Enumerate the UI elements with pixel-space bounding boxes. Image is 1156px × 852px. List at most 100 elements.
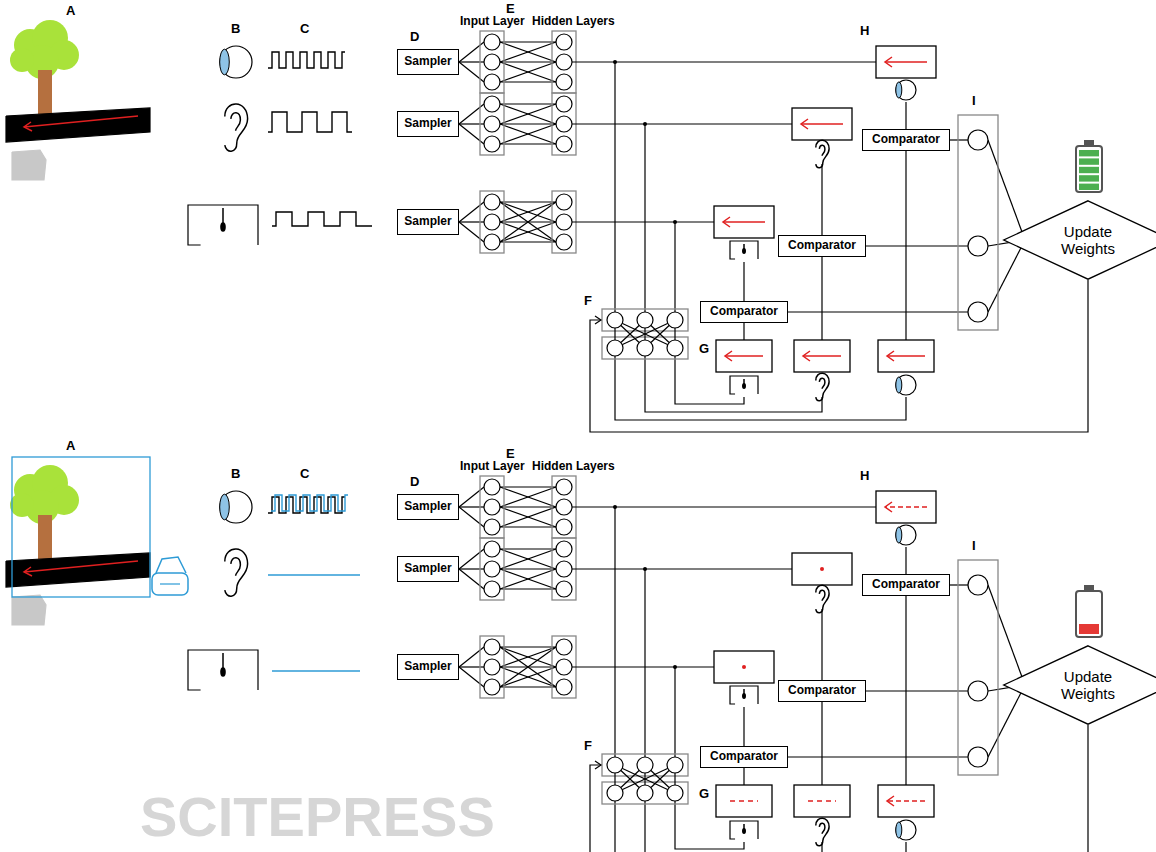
neuron: [484, 54, 500, 70]
skin-icon: [730, 241, 758, 259]
callout-letter: F: [584, 739, 592, 753]
junction: [643, 567, 647, 571]
eye-lens: [896, 82, 902, 98]
junction: [673, 665, 677, 669]
prediction-wire: [675, 801, 744, 849]
callout-letter: B: [231, 22, 240, 36]
comparator-box: Comparator: [862, 574, 950, 596]
node-text: Update Weights: [1048, 668, 1128, 703]
panel: [6, 457, 1102, 852]
tree-trunk: [38, 515, 52, 559]
weight-wire: [500, 42, 556, 62]
prediction-dot: [820, 567, 824, 571]
prediction-arrow: [887, 355, 925, 357]
weight-wire: [500, 507, 556, 527]
arrow-head: [595, 761, 601, 769]
input-layer: [480, 93, 504, 155]
output-wire: [572, 506, 876, 507]
neuron: [484, 214, 500, 230]
weight-wire: [500, 667, 556, 687]
output-wire: [572, 666, 714, 667]
layer-label: Input Layer: [460, 460, 525, 473]
weight-wire: [500, 569, 556, 589]
weight-wire: [500, 686, 556, 687]
compare-wire: [905, 102, 906, 129]
neuron: [556, 519, 572, 535]
junction: [643, 122, 647, 126]
callout-letter: I: [972, 539, 976, 553]
weight-wire: [500, 62, 556, 82]
weight-wire: [500, 569, 556, 589]
compare-wire: [821, 702, 822, 785]
node-text: Comparator: [710, 750, 778, 763]
weight-wire: [500, 647, 556, 667]
callout-letter: B: [231, 467, 240, 481]
output-wire: [572, 61, 876, 62]
panel: [6, 20, 1102, 432]
neuron: [556, 234, 572, 250]
prediction-box: [794, 340, 850, 372]
node-text: Sampler: [404, 215, 451, 228]
hair-icon: [222, 208, 224, 223]
battery-icon: [1076, 146, 1102, 192]
weight-wire: [500, 487, 556, 507]
node-text: Sampler: [404, 562, 451, 575]
compare-wire: [821, 257, 822, 340]
prediction-arrow: [885, 506, 927, 508]
road: [6, 553, 150, 587]
weight-wire: [500, 487, 556, 507]
neuron: [556, 34, 572, 50]
battery-icon: [1076, 591, 1102, 637]
weight-wire: [500, 62, 556, 82]
neuron: [607, 340, 623, 356]
error-wire: [988, 685, 1025, 757]
ear-icon: [816, 585, 829, 613]
neuron: [607, 757, 623, 773]
neuron: [968, 130, 988, 150]
neuron: [556, 581, 572, 597]
neuron: [968, 575, 988, 595]
weight-wire: [500, 526, 556, 527]
compare-wire: [743, 768, 744, 785]
battery-bar: [1079, 184, 1099, 190]
neuron: [556, 679, 572, 695]
neuron: [556, 116, 572, 132]
eye-icon: [896, 375, 916, 395]
neuron: [968, 302, 988, 322]
error-layer: [958, 560, 998, 775]
hair-bulb: [220, 222, 226, 232]
tree-trunk: [38, 70, 52, 114]
weight-wire: [500, 647, 556, 687]
neuron: [484, 136, 500, 152]
arrow-head: [803, 351, 810, 361]
arrow-head: [24, 567, 32, 576]
flat-signal: [272, 670, 360, 672]
battery-cap: [1084, 140, 1094, 146]
rock: [12, 595, 46, 625]
node-text: Sampler: [404, 55, 451, 68]
compare-wire: [743, 707, 744, 746]
weight-wire: [500, 123, 556, 124]
neuron: [637, 785, 653, 801]
model-layer: [602, 754, 688, 776]
error-wire: [950, 584, 968, 585]
neuron: [484, 194, 500, 210]
neuron: [484, 639, 500, 655]
weight-wire: [500, 124, 556, 144]
callout-letter: D: [410, 475, 419, 489]
prediction-trace: [730, 800, 758, 802]
callout-letter: H: [860, 469, 869, 483]
sampler-box: Sampler: [397, 494, 459, 520]
arrow-head: [885, 502, 892, 512]
arrow-head: [887, 351, 894, 361]
vr-frame: [12, 457, 150, 597]
callout-letter: A: [66, 4, 75, 18]
prediction-arrow: [723, 221, 765, 223]
output-wire: [644, 569, 645, 757]
motion-arrow: [24, 561, 138, 572]
decision-diamond: Update Weights: [1002, 200, 1156, 280]
motion-arrow: [24, 116, 138, 127]
callout-letter: H: [860, 24, 869, 38]
error-layer: [958, 115, 998, 330]
